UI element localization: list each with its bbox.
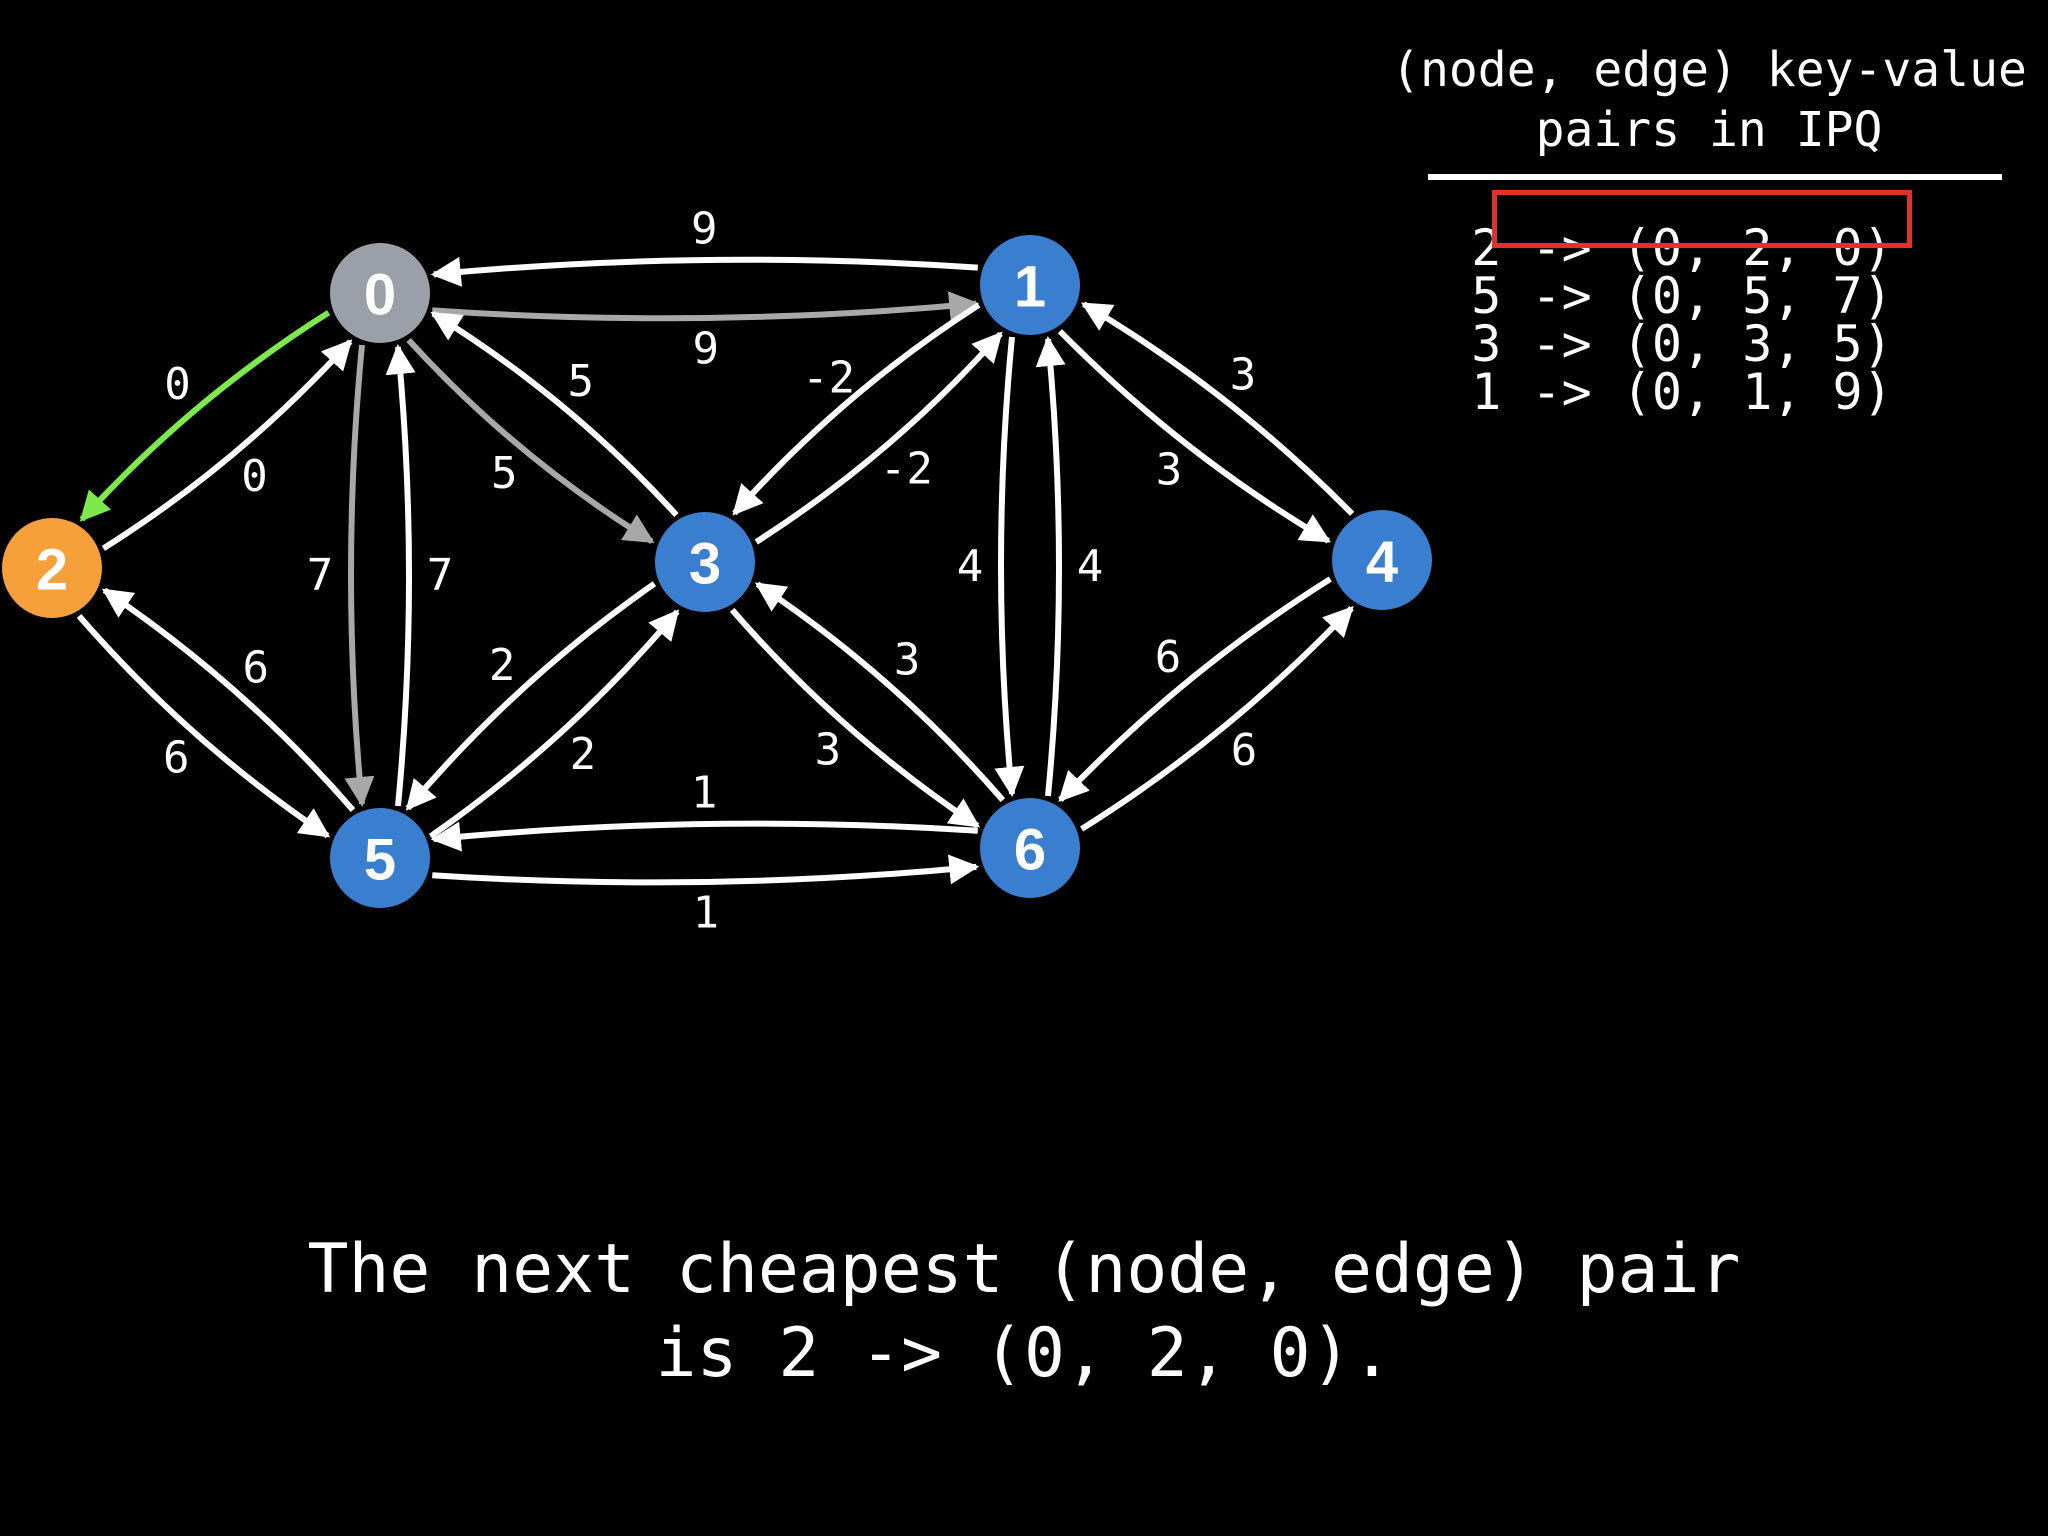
node-label-1: 1 [1014,255,1046,320]
edge-weight-5-to-0: 7 [427,550,454,601]
edge-weight-1-to-0: 9 [691,204,718,255]
edge-weight-3-to-0: 5 [568,356,595,407]
edge-4-to-1 [1081,301,1355,516]
node-circle-0 [330,243,430,343]
ipq-divider [1428,174,2002,180]
edge-weight-6-to-5: 1 [691,768,718,819]
caption-line-1: The next cheapest (node, edge) pair [307,1230,1741,1309]
node-5: 5 [330,808,430,908]
edge-3-to-5 [405,581,657,811]
edge-weight-5-to-3: 2 [570,729,597,780]
edge-3-to-1 [754,331,1003,545]
ipq-panel: (node, edge) key-value pairs in IPQ 2 ->… [1370,40,2048,417]
node-4: 4 [1332,510,1432,610]
node-label-0: 0 [364,263,396,328]
node-label-3: 3 [689,532,721,597]
node-circle-1 [980,235,1080,335]
edge-weight-2-to-5: 6 [163,732,190,783]
node-label-5: 5 [364,828,396,893]
ipq-highlight-box [1492,190,1912,248]
edge-weight-1-to-6: 4 [957,541,984,592]
node-circle-2 [2,518,102,618]
edge-weight-2-to-0: 0 [241,451,268,502]
edge-0-to-3 [406,337,655,544]
ipq-entry: 1 -> (0, 1, 9) [1471,363,1893,421]
edge-weight-3-to-1: -2 [880,444,933,495]
ipq-title-line-1: (node, edge) key-value [1391,42,2027,98]
edge-weight-3-to-6: 3 [815,725,842,776]
node-0: 0 [330,243,430,343]
edge-weight-6-to-1: 4 [1077,541,1104,592]
edge-6-to-4 [1080,605,1354,832]
ipq-entry: 3 -> (0, 3, 5) [1471,315,1893,373]
edge-weight-5-to-2: 6 [242,643,269,694]
node-circle-3 [655,512,755,612]
edge-weight-5-to-6: 1 [693,887,720,938]
ipq-entry: 2 -> (0, 2, 0) [1471,219,1893,277]
node-circle-6 [980,798,1080,898]
node-2: 2 [2,518,102,618]
ipq-title-line-2: pairs in IPQ [1535,102,1883,158]
edge-4-to-6 [1058,576,1332,803]
node-3: 3 [655,512,755,612]
node-circle-4 [1332,510,1432,610]
node-label-2: 2 [36,538,68,603]
caption: The next cheapest (node, edge) pair is 2… [0,1228,2048,1396]
caption-line-2: is 2 -> (0, 2, 0). [655,1314,1393,1393]
edge-5-to-3 [428,609,680,839]
edge-2-to-0 [101,339,353,551]
edge-5-to-2 [101,587,356,813]
node-label-4: 4 [1366,530,1398,595]
edges-layer [76,256,1355,886]
edge-weight-0-to-3: 5 [491,448,518,499]
edge-1-to-0 [430,256,978,287]
edge-weight-0-to-2: 0 [164,359,191,410]
edge-weight-3-to-5: 2 [489,640,516,691]
edge-0-to-5 [344,344,375,807]
edge-weight-6-to-3: 3 [894,634,921,685]
edge-6-to-1 [1035,336,1066,797]
node-1: 1 [980,235,1080,335]
edge-1-to-3 [732,302,981,516]
edge-weight-0-to-1: 9 [692,323,719,374]
edge-5-to-6 [432,854,980,886]
edge-0-to-1 [432,291,980,322]
ipq-entry: 5 -> (0, 5, 7) [1471,267,1893,325]
edge-1-to-4 [1057,329,1331,544]
node-label-6: 6 [1014,818,1046,883]
edge-6-to-5 [430,820,978,852]
edge-weight-6-to-4: 6 [1231,725,1258,776]
edge-weight-1-to-4: 3 [1156,444,1183,495]
edge-0-to-2 [79,310,331,522]
edge-5-to-0 [385,344,416,807]
edge-weight-4-to-1: 3 [1230,350,1257,401]
edge-weight-1-to-3: -2 [802,352,855,403]
edge-2-to-5 [76,613,331,839]
edge-weight-0-to-5: 7 [307,550,334,601]
edge-3-to-0 [430,311,679,518]
edge-weight-4-to-6: 6 [1155,632,1182,683]
edge-6-to-3 [754,581,1006,803]
ipq-list: 2 -> (0, 2, 0) 5 -> (0, 5, 7) 3 -> (0, 3… [1370,219,2048,421]
node-6: 6 [980,798,1080,898]
edge-1-to-6 [994,336,1025,797]
edge-3-to-6 [729,607,981,829]
node-circle-5 [330,808,430,908]
